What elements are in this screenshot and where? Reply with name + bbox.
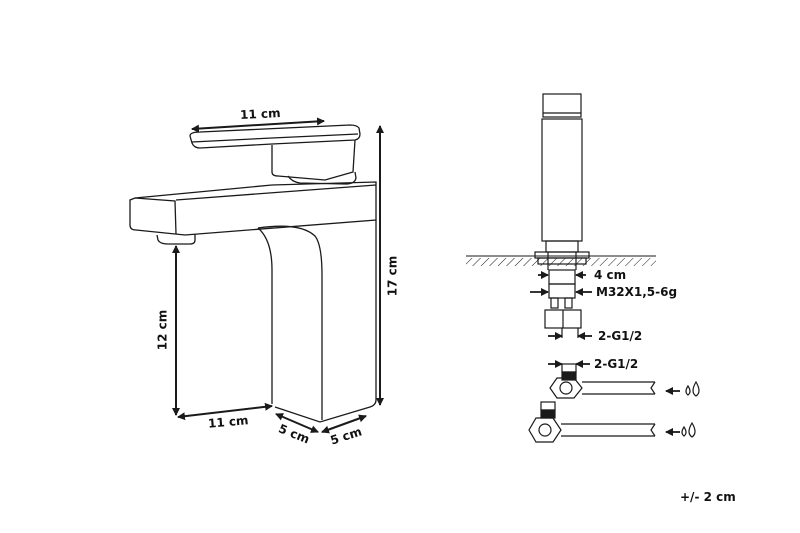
faucet-dimension-lines <box>172 117 384 434</box>
label-total-height: 17 cm <box>385 255 400 297</box>
tolerance-note: +/- 2 cm <box>680 490 736 504</box>
faucet-body <box>129 124 377 423</box>
countertop-hatch <box>466 258 656 266</box>
label-mount-hole: 4 cm <box>594 268 627 282</box>
label-thread: M32X1,5-6g <box>596 285 678 299</box>
installation-dimension-arrows <box>530 271 680 436</box>
installation-drawing <box>528 93 656 443</box>
label-hose-connector: 2-G1/2 <box>598 329 643 343</box>
water-drops-icon <box>685 380 700 397</box>
water-drops-icon <box>681 421 696 438</box>
label-lever-length: 11 cm <box>239 105 281 123</box>
label-spout-height: 12 cm <box>155 309 170 351</box>
label-valve-connector: 2-G1/2 <box>594 357 639 371</box>
label-base-length: 11 cm <box>207 413 250 431</box>
